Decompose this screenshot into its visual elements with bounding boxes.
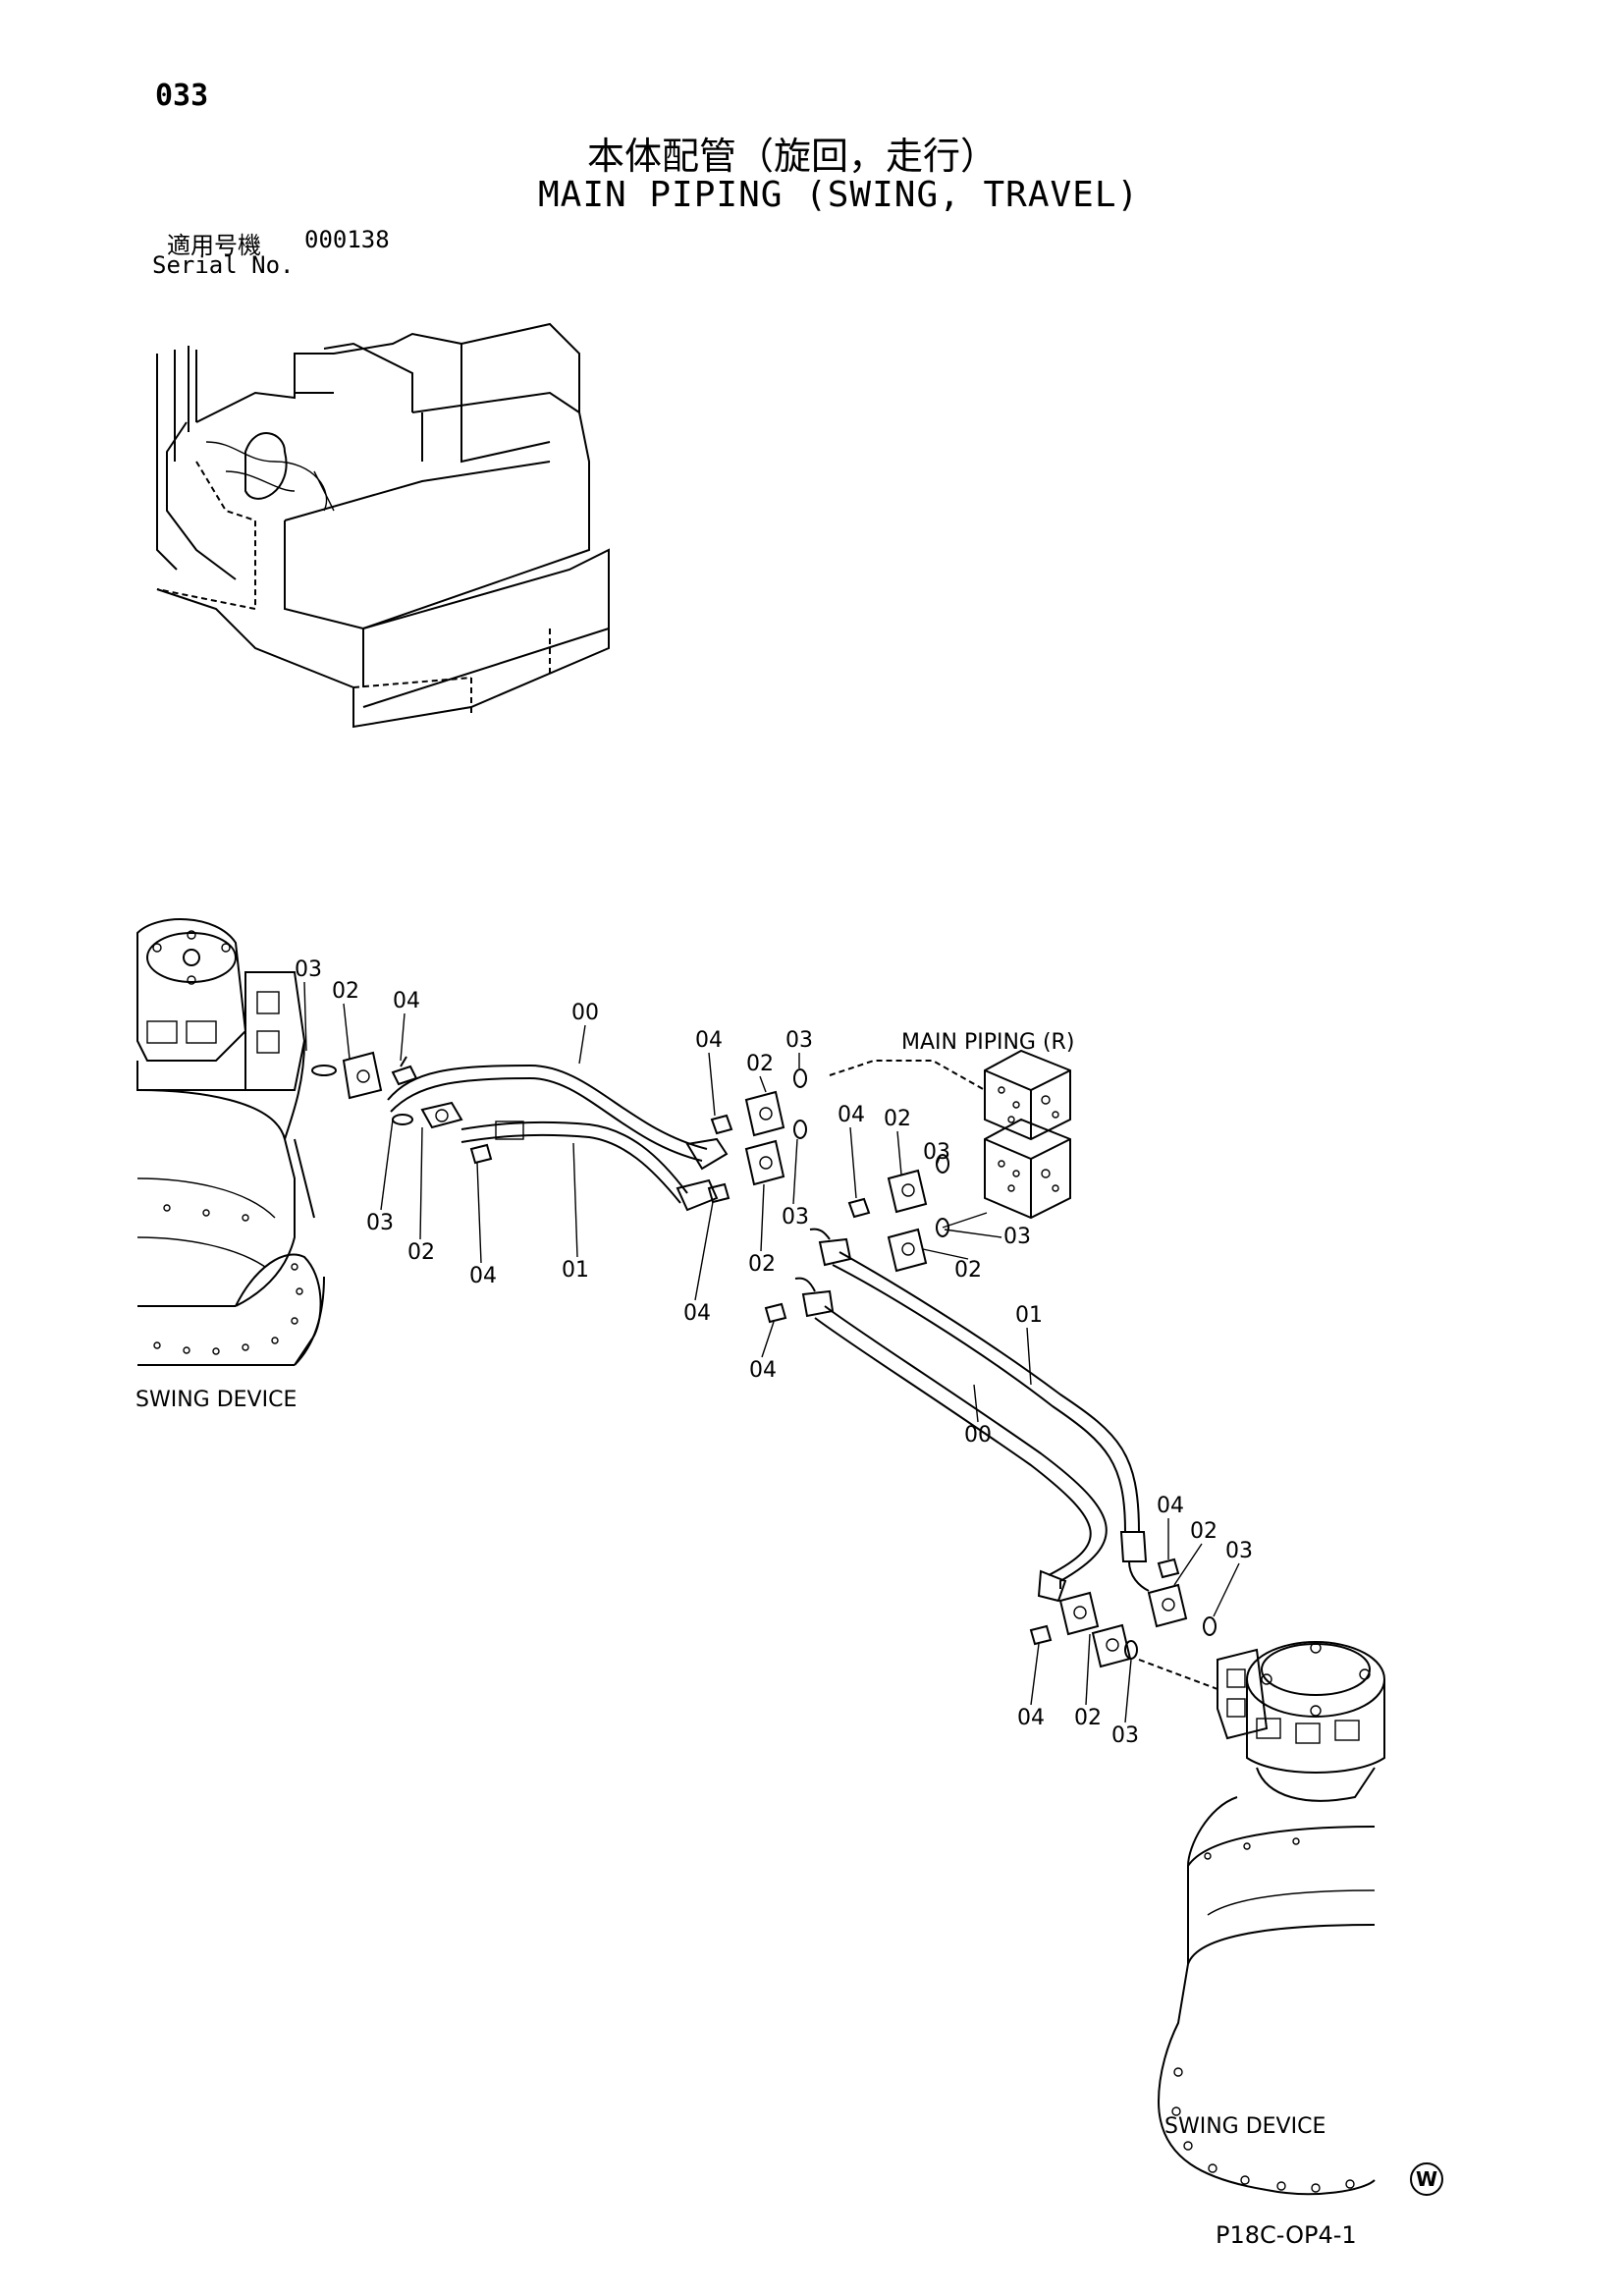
swing-device-right	[1157, 1641, 1385, 2196]
callout: 03	[1225, 1539, 1253, 1563]
callout: 03	[366, 1211, 394, 1235]
swing-device-left-label: SWING DEVICE	[135, 1388, 297, 1412]
callout: 03	[1003, 1225, 1031, 1249]
swing-device-left	[136, 918, 325, 1366]
callout: 03	[1111, 1723, 1139, 1748]
page-number: 033	[155, 79, 209, 113]
callout-leaders	[303, 981, 1240, 1723]
serial-label-japanese: 適用号機	[167, 232, 261, 259]
hose-01-upper	[460, 1121, 719, 1212]
drawing-number: P18C-OP4-1	[1216, 2221, 1357, 2249]
callout: 01	[1015, 1303, 1043, 1328]
callout: 04	[749, 1358, 777, 1383]
callout-labels: 03 02 04 00 04 02 03 03 02 04 01 04 02 0…	[295, 957, 1253, 1748]
callout: 02	[1074, 1706, 1102, 1730]
title-english: MAIN PIPING (SWING, TRAVEL)	[538, 175, 1140, 215]
hose-00-lower	[814, 1305, 1108, 1603]
callout: 03	[782, 1205, 809, 1230]
swing-device-right-label: SWING DEVICE	[1164, 2114, 1325, 2139]
callout: 02	[332, 979, 359, 1004]
callout: 04	[838, 1103, 865, 1127]
callout: 04	[1017, 1706, 1045, 1730]
hose-fittings	[794, 1228, 852, 1318]
callout: 04	[695, 1028, 723, 1053]
callout: 02	[746, 1052, 774, 1076]
hose-00-upper	[387, 1064, 729, 1171]
title-japanese: 本体配管（旋回，走行）	[587, 135, 999, 178]
callout: 02	[1190, 1519, 1217, 1544]
callout: 03	[923, 1140, 950, 1165]
machine-overview-sketch	[156, 322, 610, 729]
callout: 01	[562, 1258, 589, 1283]
callout: 03	[785, 1028, 813, 1053]
hose-01-lower	[832, 1251, 1150, 1592]
callout: 02	[748, 1252, 776, 1277]
callout: 04	[469, 1264, 497, 1288]
main-piping-r-label: MAIN PIPING (R)	[901, 1030, 1074, 1055]
callout: 04	[1157, 1494, 1184, 1518]
callout: 04	[393, 989, 420, 1013]
callout: 03	[295, 957, 322, 982]
registered-mark: W	[1410, 2162, 1443, 2196]
valve-blocks	[984, 1049, 1071, 1220]
flanges-bolts-orings	[311, 1051, 1217, 1668]
serial-label-english: Serial No.	[152, 251, 295, 279]
callout: 00	[964, 1423, 992, 1448]
callout: 04	[683, 1301, 711, 1326]
callout: 02	[407, 1240, 435, 1265]
serial-value: 000138	[304, 226, 390, 253]
callout: 02	[884, 1107, 911, 1131]
callout: 02	[954, 1258, 982, 1283]
callout: 00	[571, 1001, 599, 1025]
